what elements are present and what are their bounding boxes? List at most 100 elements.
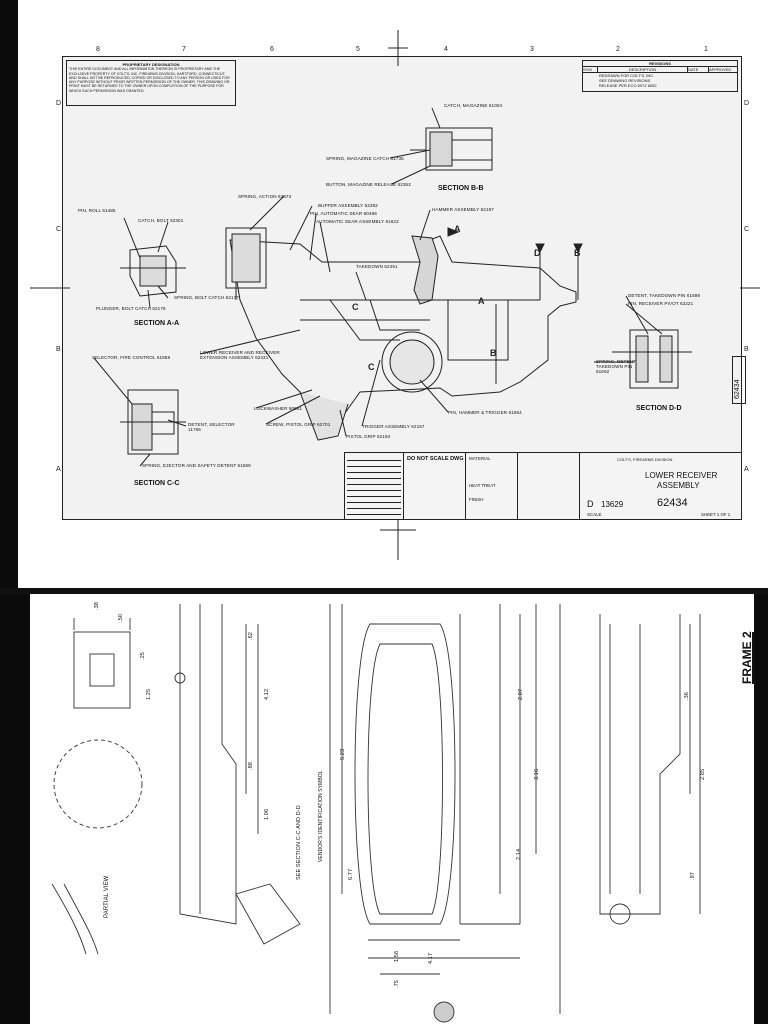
dimension-label: 2.07 <box>518 688 524 700</box>
zone-marker-top: 6 <box>270 46 274 53</box>
scan-divider <box>0 588 768 594</box>
section-mark-b: B <box>490 348 497 358</box>
callout-pin-receiver-pivot: PIN, RECEIVER PIVOT 62221 <box>628 301 694 306</box>
zone-marker-side: A <box>744 466 749 473</box>
callout-detent-takedown-pin: DETENT, TAKEDOWN PIN 61698 <box>628 293 701 298</box>
callout-detent-selector: DETENT, SELECTOR 11765 <box>188 422 235 432</box>
callout-screw-pistol-grip: SCREW, PISTOL GRIP 62701 <box>266 422 331 427</box>
callout-catch-magazine: CATCH, MAGAZINE 61004 <box>444 103 503 108</box>
section-mark-b: B <box>574 248 581 258</box>
scan-left-band-top <box>0 0 18 592</box>
dimension-label: .75 <box>394 980 400 988</box>
callout-buffer-assembly: BUFFER ASSEMBLY 62382 <box>318 203 378 208</box>
scan-right-band <box>754 594 768 1024</box>
rev-header-sym: SYM <box>583 67 598 72</box>
section-title-a-a: SECTION A-A <box>134 320 180 327</box>
callout-plunger-bolt-catch: PLUNGER, BOLT CATCH 62178 <box>96 306 166 311</box>
callout-lockwasher: LOCKWASHER 90061 <box>254 406 303 411</box>
dimension-label: .36 <box>684 692 690 700</box>
drawing-size: D <box>587 499 594 509</box>
drawing-title-line2: ASSEMBLY <box>657 481 700 490</box>
assembly-line-art: A A D B B C C <box>30 30 760 560</box>
callout-pistol-grip: PISTOL GRIP 62194 <box>346 434 391 439</box>
dimension-label: 3.16 <box>534 768 540 780</box>
side-number: 62434 <box>734 379 741 399</box>
callout-spring-action: SPRING, ACTION 62373 <box>238 194 292 199</box>
dimension-label: .62 <box>248 632 254 640</box>
see-section-note: SEE SECTION C-C AND D-D <box>296 805 302 880</box>
rev-header-date: DATE <box>688 67 709 72</box>
rev-row: REDRAWN FOR COLT'S, INC. <box>599 73 655 78</box>
section-mark-c: C <box>352 302 359 312</box>
dimension-label: 6.77 <box>348 868 354 880</box>
company-name: COLT'S, FIREARMS DIVISION <box>617 457 673 462</box>
callout-button-magazine-release: BUTTON, MAGAZINE RELEASE 62352 <box>326 182 411 187</box>
dimension-label: .50 <box>118 614 124 622</box>
scale-label: SCALE <box>587 512 602 517</box>
title-block: DO NOT SCALE DWG MATERIAL HEAT TREAT FIN… <box>344 452 742 520</box>
section-title-c-c: SECTION C-C <box>134 480 180 487</box>
callout-catch-bolt: CATCH, BOLT 62301 <box>138 218 184 223</box>
drawing-number: 62434 <box>657 497 688 509</box>
section-mark-c: C <box>368 362 375 372</box>
dimension-label: .88 <box>248 762 254 770</box>
scan-left-band-bottom <box>0 592 30 1024</box>
dimension-label: .97 <box>690 872 696 880</box>
zone-marker-side: B <box>744 346 749 353</box>
callout-pin-roll: PIN, ROLL 61485 <box>78 208 116 213</box>
zone-marker-top: 5 <box>356 46 360 53</box>
rev-header-approved: APPROVED <box>709 67 732 72</box>
frame-dimension-art <box>51 604 701 1023</box>
zone-marker-top: 1 <box>704 46 708 53</box>
heat-treat-label: HEAT TREAT <box>469 483 496 488</box>
callout-spring-ejector-detent: SPRING, EJECTOR AND SAFETY DETENT 61569 <box>142 463 251 468</box>
dimension-label: .38 <box>94 602 100 610</box>
rev-header-desc: DESCRIPTION <box>598 67 688 72</box>
zone-marker-top: 2 <box>616 46 620 53</box>
notice-heading: PROPRIETARY DESIGNATION <box>122 62 180 67</box>
zone-marker-side: A <box>56 466 61 473</box>
dimension-label: 4.17 <box>428 952 434 964</box>
dimension-label: 1.06 <box>264 808 270 820</box>
rev-row: RELEASE PER ECO 5972 6052 <box>599 83 657 88</box>
callout-trigger-assembly: TRIGGER ASSEMBLY 62157 <box>362 424 425 429</box>
zone-marker-side: D <box>56 100 62 107</box>
dimension-label: 4.12 <box>264 688 270 700</box>
callout-selector-fire-control: SELECTOR, FIRE CONTROL 61959 <box>92 355 171 360</box>
rev-row: SEE DRAWING REVISIONS <box>599 78 651 83</box>
callout-spring-magazine-catch: SPRING, MAGAZINE CATCH 61735 <box>326 156 404 161</box>
dimension-label: 2.14 <box>516 848 522 860</box>
drawing-title-line1: LOWER RECEIVER <box>645 471 718 480</box>
code-ident: 13629 <box>601 500 624 509</box>
zone-marker-top: 4 <box>444 46 448 53</box>
frame-label-underline <box>752 632 754 684</box>
callout-lower-receiver: LOWER RECEIVER AND RECEIVER EXTENSION AS… <box>200 350 280 360</box>
change-record-grid <box>347 455 401 515</box>
dimension-label: 5.23 <box>340 748 346 760</box>
callout-automatic-sear-assembly: AUTOMATIC SEAR ASSEMBLY 61622 <box>316 219 399 224</box>
vendor-identification-note: VENDOR'S IDENTIFICATION SYMBOL <box>318 770 324 862</box>
callout-spring-detent-takedown: SPRING, DETENT TAKEDOWN PIN 61692 <box>596 359 636 374</box>
material-label: MATERIAL <box>469 456 491 461</box>
zone-marker-top: 7 <box>182 46 186 53</box>
zone-marker-top: 8 <box>96 46 100 53</box>
dimension-label: .25 <box>140 652 146 660</box>
callout-spring-bolt-catch: SPRING, BOLT CATCH 62177 <box>174 295 239 300</box>
section-title-d-d: SECTION D-D <box>636 405 682 412</box>
zone-marker-side: C <box>56 226 62 233</box>
dimension-label: 1.56 <box>394 950 400 962</box>
zone-marker-side: C <box>744 226 750 233</box>
side-number-box: 62434 <box>732 356 746 404</box>
revisions-title: REVISIONS <box>583 61 737 67</box>
callout-pin-hammer-trigger: PIN, HAMMER & TRIGGER 61654 <box>448 410 522 415</box>
notice-body: THIS ENTIRE DOCUMENT AND ALL INFORMATION… <box>69 67 230 93</box>
callout-takedown: TAKEDOWN 62351 <box>356 264 398 269</box>
proprietary-notice: PROPRIETARY DESIGNATION THIS ENTIRE DOCU… <box>66 60 236 106</box>
revisions-block: REVISIONS SYM DESCRIPTION DATE APPROVED … <box>582 60 738 92</box>
assembly-drawing-sheet <box>62 56 742 520</box>
section-title-b-b: SECTION B-B <box>438 185 484 192</box>
section-mark-a: A <box>478 296 485 306</box>
callout-hammer-assembly: HAMMER ASSEMBLY 62197 <box>432 207 494 212</box>
zone-marker-side: B <box>56 346 61 353</box>
sheet-label: SHEET 1 OF 1 <box>701 512 731 517</box>
